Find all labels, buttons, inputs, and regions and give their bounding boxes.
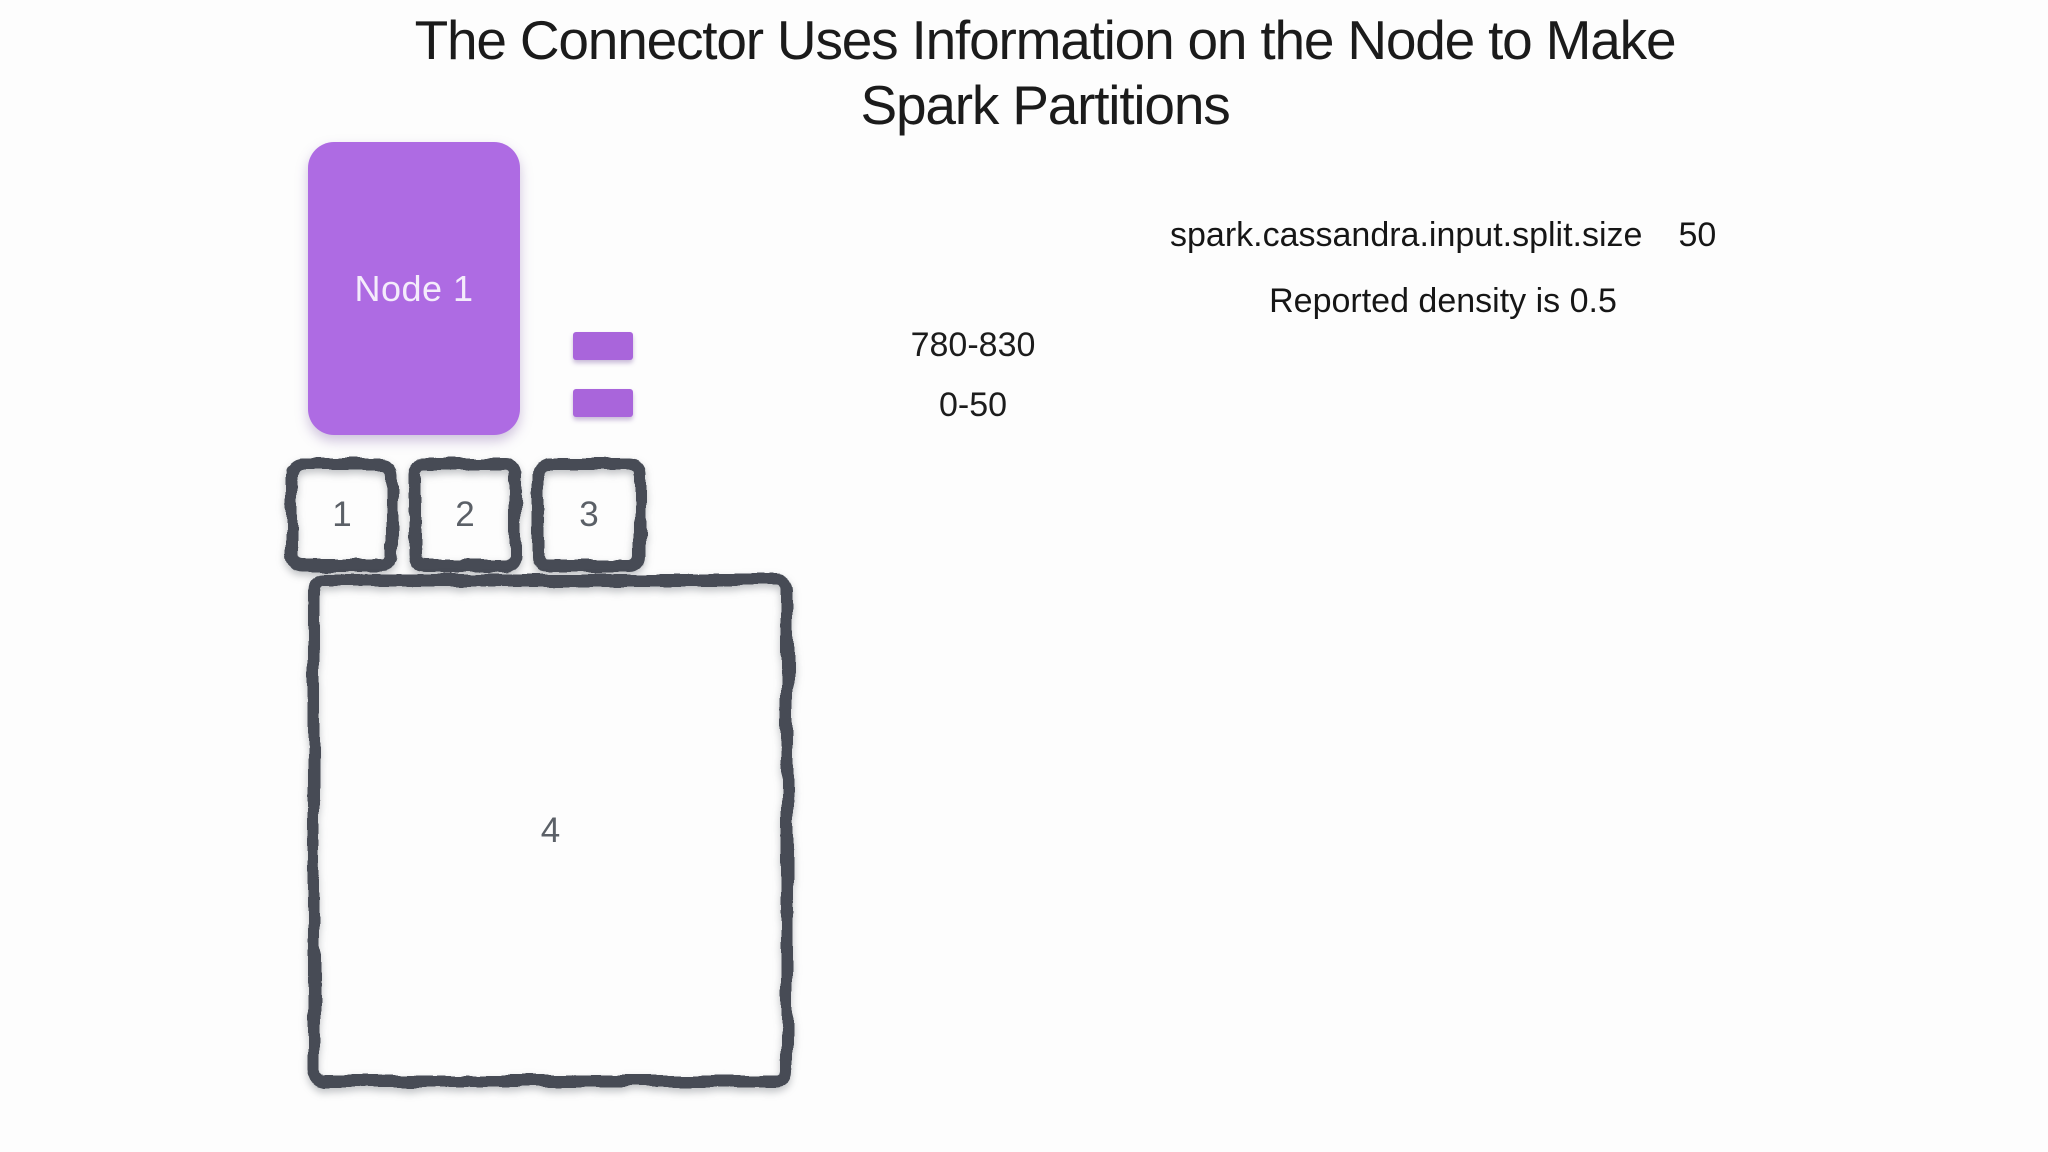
token-split-chip-1 bbox=[573, 332, 633, 360]
token-split-chip-2 bbox=[573, 389, 633, 417]
slide-title-line-1: The Connector Uses Information on the No… bbox=[414, 9, 1677, 71]
token-range-label-1: 780-830 bbox=[910, 326, 1036, 364]
sketch-frame bbox=[409, 458, 521, 572]
partition-box-2: 2 bbox=[407, 456, 523, 574]
split-size-setting: spark.cassandra.input.split.size 50 Repor… bbox=[1170, 214, 1716, 322]
token-range-label-2: 0-50 bbox=[938, 386, 1008, 424]
partition-box-4: 4 bbox=[306, 572, 795, 1089]
partition-box-1: 1 bbox=[284, 456, 400, 574]
sketch-frame bbox=[532, 458, 646, 572]
slide-title-line-2: Spark Partitions bbox=[860, 74, 1230, 136]
split-size-key: spark.cassandra.input.split.size bbox=[1170, 216, 1643, 254]
slide-title: The Connector Uses Information on the No… bbox=[42, 8, 2048, 138]
partition-label: 4 bbox=[540, 810, 561, 850]
split-size-value: 50 bbox=[1678, 216, 1717, 254]
node-1-label: Node 1 bbox=[354, 267, 474, 309]
sketch-frame bbox=[308, 574, 793, 1087]
partition-box-3: 3 bbox=[530, 456, 648, 574]
density-note: Reported density is 0.5 bbox=[1269, 282, 1617, 320]
sketch-frame bbox=[286, 458, 398, 572]
partition-label: 1 bbox=[332, 495, 352, 534]
partition-label: 3 bbox=[579, 495, 599, 534]
node-1-box: Node 1 bbox=[308, 142, 520, 435]
split-size-line: spark.cassandra.input.split.size 50 bbox=[1170, 214, 1716, 256]
partition-label: 2 bbox=[455, 495, 475, 534]
